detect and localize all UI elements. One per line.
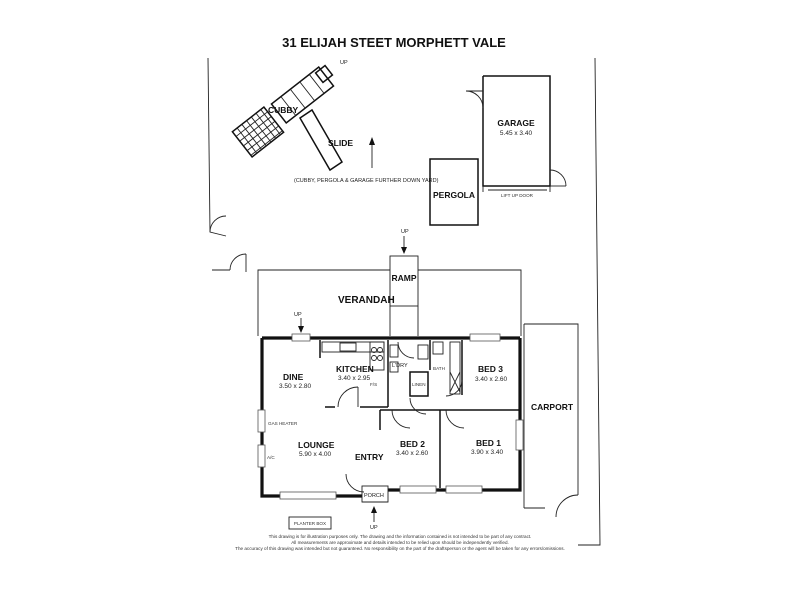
yard-note: (CUBBY, PERGOLA & GARAGE FURTHER DOWN YA…: [294, 178, 439, 184]
ramp-outline: [389, 255, 419, 307]
pergola-outline: [429, 158, 479, 226]
planter-box-outline: [288, 516, 332, 530]
disclaimer-line-1: This drawing is for illustration purpose…: [269, 534, 532, 539]
kitchen-fixtures: [321, 341, 385, 371]
ramp-up-label: UP: [401, 229, 409, 235]
porch-up-arrow-icon: [371, 506, 377, 522]
porch-label: PORCH: [364, 493, 384, 499]
gas-heater-label: GAS HEATER: [268, 421, 298, 426]
garage-dim: 5.45 x 3.40: [500, 130, 533, 137]
bed2-dim: 3.40 x 2.60: [396, 450, 429, 457]
kitchen-dim: 3.40 x 2.95: [338, 375, 371, 382]
ac-label: A/C: [267, 455, 275, 460]
dine-up-arrow-icon: [298, 318, 304, 333]
lounge-label: LOUNGE: [298, 440, 335, 450]
dine-up-label: UP: [294, 312, 302, 318]
bed2-label: BED 2: [400, 439, 425, 449]
lift-door-label: LIFT UP DOOR: [501, 193, 534, 198]
ramp-label: RAMP: [391, 273, 416, 283]
garage-label: GARAGE: [497, 118, 535, 128]
bed3-dim: 3.40 x 2.60: [475, 376, 508, 383]
bed1-label: BED 1: [476, 438, 501, 448]
disclaimer-line-2: All measurements are approximate and det…: [291, 540, 509, 545]
linen-label: LINEN: [412, 382, 426, 387]
up-arrow-icon: [369, 137, 375, 168]
bed1-dim: 3.90 x 3.40: [471, 449, 504, 456]
carport-outline: [523, 323, 579, 518]
slide-shape: [298, 108, 344, 172]
fs-label: F/S: [370, 382, 377, 387]
windows: [257, 333, 524, 500]
dine-dim: 3.50 x 2.80: [279, 383, 312, 390]
plan-title: 31 ELIJAH STEET MORPHETT VALE: [282, 35, 506, 50]
yard-boundary: [207, 57, 601, 546]
porch-up-label: UP: [370, 525, 378, 531]
verandah-outline: [257, 269, 522, 336]
laundry-label: L'DRY: [392, 363, 408, 369]
cubby-up-label: UP: [340, 60, 348, 66]
entry-label: ENTRY: [355, 452, 384, 462]
bath-label: BATH: [433, 366, 445, 371]
garage-outline: [465, 75, 567, 192]
planter-label: PLANTER BOX: [294, 521, 326, 526]
verandah-label: VERANDAH: [338, 295, 395, 306]
cubby-structure: [231, 64, 344, 172]
lounge-dim: 5.90 x 4.00: [299, 451, 332, 458]
dine-label: DINE: [283, 372, 304, 382]
kitchen-label: KITCHEN: [336, 364, 374, 374]
ramp-up-arrow-icon: [401, 236, 407, 254]
cubby-label: CUBBY: [268, 105, 299, 115]
interior-walls: [319, 340, 520, 488]
pergola-label: PERGOLA: [433, 190, 475, 200]
cubby-net: [231, 106, 285, 158]
bed3-label: BED 3: [478, 364, 503, 374]
slide-label: SLIDE: [328, 138, 353, 148]
porch-outline: [361, 485, 389, 503]
wet-area-fixtures: [389, 341, 461, 395]
carport-label: CARPORT: [531, 402, 574, 412]
door-swings: [337, 341, 465, 493]
disclaimer-line-3: The accuracy of this drawing was intende…: [235, 546, 565, 551]
